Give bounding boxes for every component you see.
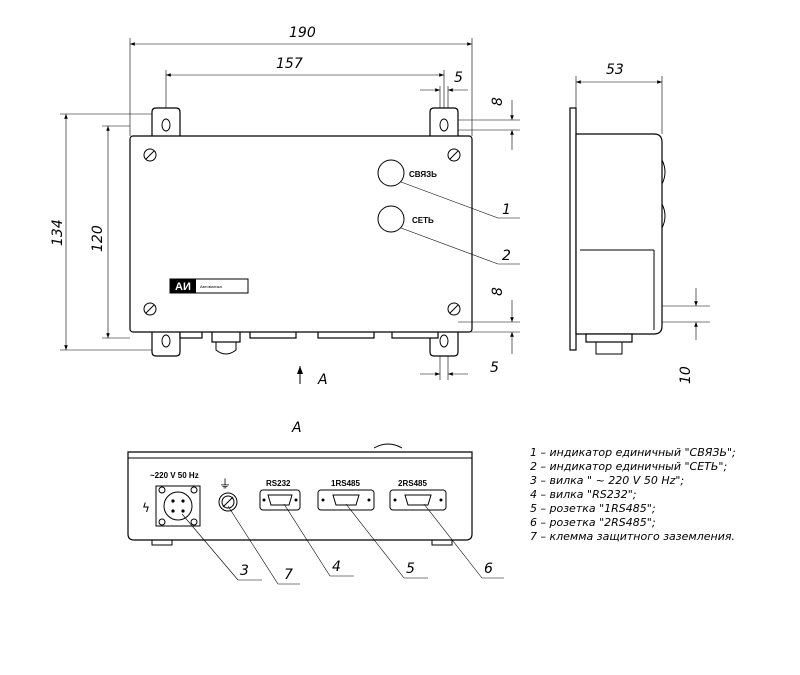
legend-item: 2 – индикатор единичный "СЕТЬ"; [530,460,727,473]
side-plate [569,107,577,351]
rs485-1-connector [317,489,375,511]
callout-6: 6 [484,561,493,577]
legend-item: 6 – розетка "2RS485"; [530,516,656,529]
mount-hole [161,334,171,348]
rs485-1-label: 1RS485 [331,479,360,488]
side-connector [585,333,633,343]
indicator-svyaz-label: СВЯЗЬ [409,170,437,179]
front-dimensions: 190 157 5 8 8 5 134 [50,25,520,380]
screw [143,302,157,316]
view-a-label: A [291,420,302,436]
indicator-set-label: СЕТЬ [412,216,434,225]
front-housing [129,135,473,333]
legend-item: 3 – вилка " ~ 220 V 50 Hz"; [530,474,684,487]
callout-3: 3 [240,563,249,579]
mount-hole [161,118,171,132]
rs485-2-connector [389,489,447,511]
dim-width-total: 190 [289,25,316,41]
view-marker-a: A [317,372,328,388]
side-housing [575,133,663,335]
rs485-2-label: 2RS485 [398,479,427,488]
legend-item: 4 – вилка "RS232"; [530,488,636,501]
legend-item: 1 – индикатор единичный "СВЯЗЬ"; [530,446,736,459]
legend-item: 5 – розетка "1RS485"; [530,502,656,515]
dim-tab-offset-top: 5 [454,70,463,86]
dim-bottom-offset: 10 [678,366,694,384]
mount-tab-bottom-left [151,330,181,357]
power-label: ~220 V 50 Hz [150,471,199,480]
callout-1: 1 [502,202,511,218]
dim-tab-height-top: 8 [490,97,506,106]
front-view: СВЯЗЬ СЕТЬ АИ Автоматика 1 2 A [129,107,520,388]
mount-tab-top-right [429,107,459,136]
dim-tab-offset-bottom: 5 [490,360,499,376]
dim-hole-spacing: 157 [276,56,303,72]
side-view: 53 10 [569,62,710,384]
dim-tab-height-bottom: 8 [490,287,506,296]
mount-hole [439,118,449,132]
screw [447,302,461,316]
rs232-connector [259,489,301,511]
power-connector [155,485,201,527]
indicator-svyaz [377,159,405,187]
screw [143,148,157,162]
callout-4: 4 [332,559,341,575]
ground-icon: ⏚ [219,477,231,491]
brand-logo: АИ [175,281,191,293]
indicator-set [377,205,405,233]
callout-2: 2 [502,248,511,264]
dim-depth: 53 [606,62,624,78]
dim-height-total: 134 [50,219,66,246]
rs232-label: RS232 [266,479,291,488]
mount-tab-top-left [151,107,181,136]
lightning-icon: ϟ [142,501,150,515]
brand-text: Автоматика [200,284,223,289]
screw [447,148,461,162]
ground-terminal [218,492,238,512]
view-a: A ~220 V 50 Hz ϟ ⏚ RS232 1RS485 2RS485 [127,420,504,585]
callout-7: 7 [284,567,293,583]
callout-5: 5 [406,561,415,577]
brand-logo-block [170,279,196,293]
mount-hole [439,334,449,348]
legend-item: 7 – клемма защитного заземления. [530,530,735,543]
dim-height-body: 120 [90,225,106,252]
legend: 1 – индикатор единичный "СВЯЗЬ"; 2 – инд… [530,446,736,543]
